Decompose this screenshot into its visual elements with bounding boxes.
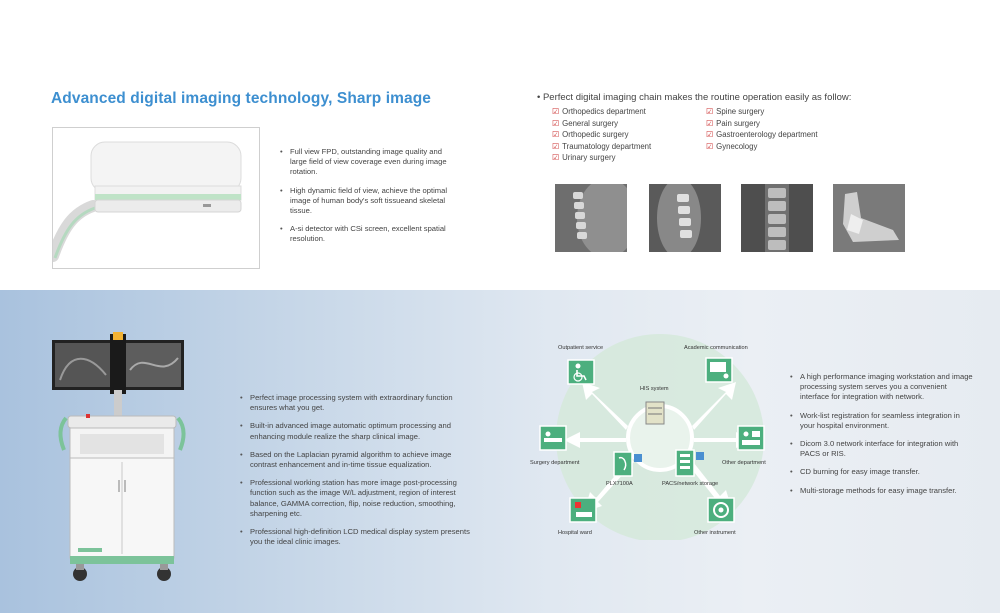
hospital-ward-label: Hospital ward bbox=[558, 530, 592, 536]
hospital-network-diagram: Outpatient service Academic communicatio… bbox=[520, 330, 790, 542]
checkbox-icon: ☑ bbox=[706, 107, 714, 116]
detector-feature: Full view FPD, outstanding image quality… bbox=[280, 147, 450, 178]
academic-label: Academic communication bbox=[684, 345, 748, 351]
imaging-chain-intro: • Perfect digital imaging chain makes th… bbox=[537, 92, 852, 103]
detector-feature: High dynamic field of view, achieve the … bbox=[280, 186, 450, 217]
workstation-feature: Perfect image processing system with ext… bbox=[240, 393, 480, 413]
pacs-storage-icon bbox=[675, 449, 704, 477]
page-heading: Advanced digital imaging technology, Sha… bbox=[51, 90, 432, 107]
flat-panel-detector-image bbox=[47, 127, 260, 269]
his-system-label: HIS system bbox=[640, 386, 669, 392]
workstation-feature-list: Perfect image processing system with ext… bbox=[240, 393, 480, 555]
checkbox-icon: ☑ bbox=[552, 118, 560, 128]
department-list-left: ☑Orthopedics department ☑General surgery… bbox=[552, 106, 651, 164]
department-item: ☑Urinary surgery bbox=[552, 153, 616, 163]
other-instrument-label: Other instrument bbox=[694, 530, 736, 536]
plx7100a-icon bbox=[613, 451, 642, 477]
checkbox-icon: ☑ bbox=[706, 118, 714, 128]
checkbox-icon: ☑ bbox=[552, 153, 560, 163]
workstation-feature: Built-in advanced image automatic optimu… bbox=[240, 421, 480, 441]
network-feature: Dicom 3.0 network interface for integrat… bbox=[790, 439, 975, 459]
department-item: ☑Orthopedics department bbox=[552, 107, 646, 116]
detector-feature-list: Full view FPD, outstanding image quality… bbox=[280, 147, 450, 253]
checkbox-icon: ☑ bbox=[552, 141, 560, 151]
checkbox-icon: ☑ bbox=[706, 130, 714, 140]
checkbox-icon: ☑ bbox=[706, 141, 714, 151]
hospital-ward-bed-icon bbox=[569, 497, 597, 523]
workstation-cart-image bbox=[40, 330, 190, 590]
outpatient-wheelchair-icon bbox=[567, 359, 595, 385]
workstation-feature: Professional working station has more im… bbox=[240, 478, 480, 519]
network-feature-list: A high performance imaging workstation a… bbox=[790, 372, 975, 504]
outpatient-label: Outpatient service bbox=[558, 345, 603, 351]
cervical-spine-xray bbox=[555, 184, 627, 252]
academic-presentation-icon bbox=[705, 357, 733, 383]
his-server-icon bbox=[645, 401, 665, 425]
department-item: ☑General surgery bbox=[552, 118, 619, 128]
plx7100a-label: PLX7100A bbox=[606, 481, 633, 487]
department-item: ☑Gastroenterology department bbox=[706, 130, 818, 140]
lumbar-spine-xray bbox=[741, 184, 813, 252]
surgery-department-label: Surgery department bbox=[530, 460, 580, 466]
foot-ankle-xray bbox=[833, 184, 905, 252]
checkbox-icon: ☑ bbox=[552, 107, 560, 116]
other-department-label: Other department bbox=[722, 460, 766, 466]
network-feature: Multi-storage methods for easy image tra… bbox=[790, 486, 975, 496]
network-feature: CD burning for easy image transfer. bbox=[790, 467, 975, 477]
workstation-feature: Based on the Laplacian pyramid algorithm… bbox=[240, 450, 480, 470]
department-item: ☑Spine surgery bbox=[706, 107, 765, 116]
workstation-feature: Professional high-definition LCD medical… bbox=[240, 527, 480, 547]
neck-spine-xray bbox=[649, 184, 721, 252]
department-item: ☑Pain surgery bbox=[706, 118, 760, 128]
department-item: ☑Orthopedic surgery bbox=[552, 130, 629, 140]
other-department-icon bbox=[737, 425, 765, 451]
network-feature: Work-list registration for seamless inte… bbox=[790, 411, 975, 431]
department-item: ☑Traumatology department bbox=[552, 141, 652, 151]
department-item: ☑Gynecology bbox=[706, 141, 758, 151]
surgery-bed-icon bbox=[539, 425, 567, 451]
checkbox-icon: ☑ bbox=[552, 130, 560, 140]
pacs-storage-label: PACS/network storage bbox=[662, 481, 718, 487]
other-instrument-icon bbox=[707, 497, 735, 523]
department-list-right: ☑Spine surgery ☑Pain surgery ☑Gastroente… bbox=[706, 106, 818, 152]
detector-feature: A-si detector with CSi screen, excellent… bbox=[280, 224, 450, 244]
network-feature: A high performance imaging workstation a… bbox=[790, 372, 975, 403]
